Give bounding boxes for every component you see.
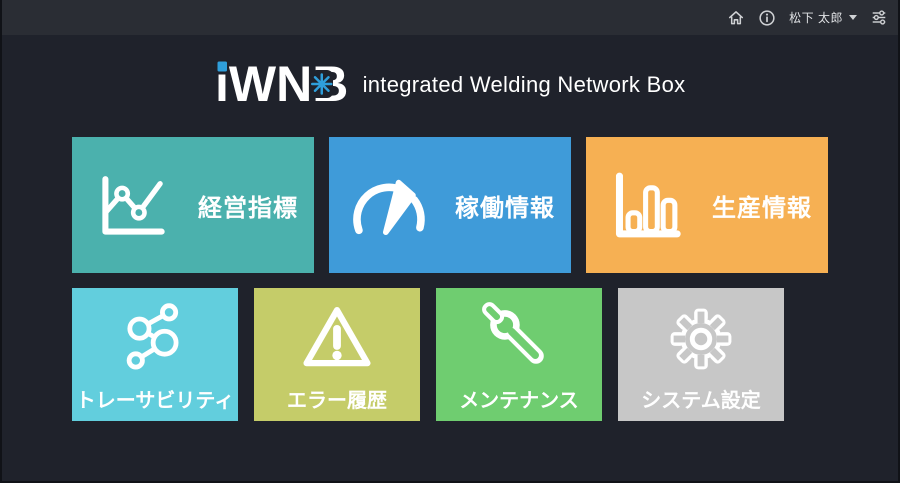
gauge-icon xyxy=(349,162,429,248)
tile-traceability[interactable]: トレーサビリティ xyxy=(72,288,238,421)
iwnb-logo: ıWNB xyxy=(215,60,347,110)
menu-tiles: 経営指標 稼働情報 xyxy=(72,137,832,421)
caret-down-icon xyxy=(849,15,857,20)
wrench-icon xyxy=(480,298,558,380)
tune-icon[interactable] xyxy=(870,9,888,27)
tile-management-indicators[interactable]: 経営指標 xyxy=(72,137,314,273)
info-icon[interactable] xyxy=(758,9,776,27)
app-header: ıWNB integrated Welding Network Box xyxy=(2,59,898,111)
warning-icon xyxy=(298,298,376,380)
tile-system-settings[interactable]: システム設定 xyxy=(618,288,784,421)
primary-tile-row: 経営指標 稼働情報 xyxy=(72,137,832,273)
app-tagline: integrated Welding Network Box xyxy=(362,72,686,97)
user-menu[interactable]: 松下 太郎 xyxy=(789,9,857,26)
line-chart-icon xyxy=(92,162,172,248)
user-name: 松下 太郎 xyxy=(789,11,843,25)
home-icon[interactable] xyxy=(727,9,745,27)
tile-label: メンテナンス xyxy=(459,390,579,412)
tile-label: 生産情報 xyxy=(712,194,812,222)
tile-label: システム設定 xyxy=(641,390,761,412)
tile-label: 経営指標 xyxy=(198,194,298,222)
tile-label: 稼働情報 xyxy=(455,194,555,222)
gear-icon xyxy=(662,298,740,380)
tile-label: エラー履歴 xyxy=(287,390,387,412)
tile-maintenance[interactable]: メンテナンス xyxy=(436,288,602,421)
snowflake-icon xyxy=(310,70,333,98)
tile-error-history[interactable]: エラー履歴 xyxy=(254,288,420,421)
logo-i-tittle xyxy=(217,61,227,72)
bar-chart-icon xyxy=(606,162,686,248)
network-icon xyxy=(116,298,194,380)
tile-operation-info[interactable]: 稼働情報 xyxy=(329,137,571,273)
topbar: 松下 太郎 xyxy=(2,0,898,35)
secondary-tile-row: トレーサビリティ エラー履歴 xyxy=(72,288,832,421)
tile-production-info[interactable]: 生産情報 xyxy=(586,137,828,273)
tile-label: トレーサビリティ xyxy=(75,390,235,412)
